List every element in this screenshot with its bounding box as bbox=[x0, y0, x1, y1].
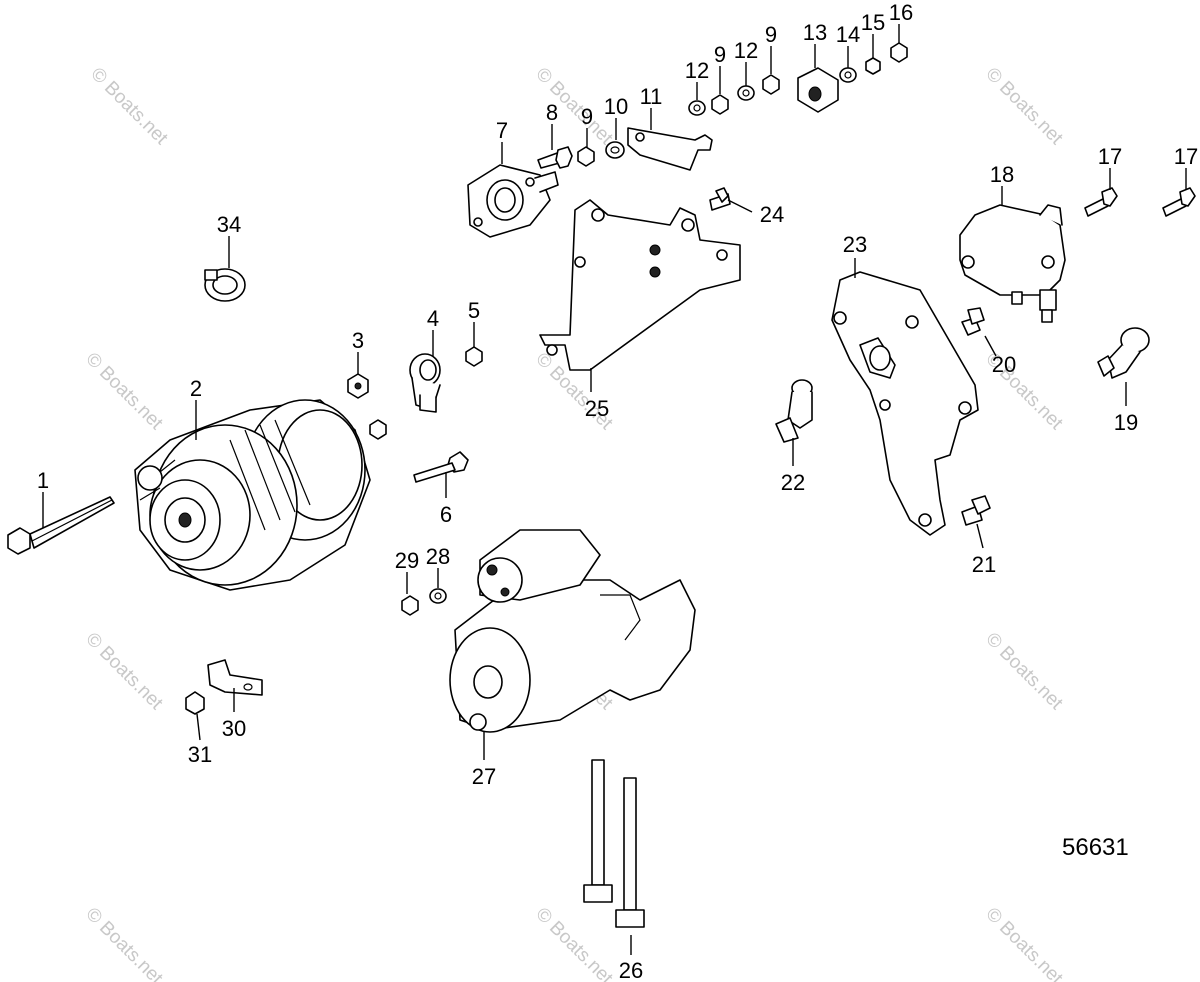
part-9-nut bbox=[577, 146, 595, 167]
callout-24: 24 bbox=[760, 202, 784, 227]
callout-29: 29 bbox=[395, 548, 419, 573]
part-10-washer bbox=[605, 141, 625, 159]
part-26-bolts bbox=[583, 759, 645, 928]
part-19-sensor bbox=[1097, 327, 1150, 379]
part-20-bolt bbox=[961, 307, 985, 336]
callout-9: 9 bbox=[581, 104, 593, 129]
watermark: © Boats.net bbox=[86, 64, 172, 150]
callout-26: 26 bbox=[619, 958, 643, 982]
part-11-bracket bbox=[627, 127, 713, 171]
callout-11: 11 bbox=[640, 84, 663, 109]
part-16-nut bbox=[890, 42, 908, 63]
part-29-nut bbox=[401, 595, 419, 616]
callout-25: 25 bbox=[585, 396, 609, 421]
part-15-nut bbox=[865, 57, 881, 75]
part-17-bolt-2 bbox=[1162, 187, 1196, 217]
callout-4: 4 bbox=[427, 306, 439, 331]
watermark: © Boats.net bbox=[531, 904, 617, 982]
part-28-washer bbox=[429, 588, 447, 604]
callout-31: 31 bbox=[188, 742, 212, 767]
callout-12: 12 bbox=[685, 58, 709, 83]
part-14-washer bbox=[839, 67, 857, 83]
part-17-bolt bbox=[1084, 187, 1118, 217]
callout-8: 8 bbox=[546, 100, 558, 125]
part-5-nut bbox=[465, 346, 483, 367]
callout-6: 6 bbox=[440, 502, 452, 527]
part-27-starter bbox=[449, 529, 696, 733]
part-25-bracket bbox=[539, 199, 741, 371]
callout-2: 2 bbox=[190, 376, 202, 401]
callout-27: 27 bbox=[472, 764, 496, 789]
part-12-washer bbox=[688, 100, 706, 116]
part-24-bolt bbox=[709, 187, 731, 211]
watermark: © Boats.net bbox=[981, 64, 1067, 150]
part-6-bolt bbox=[413, 451, 469, 483]
callout-10: 10 bbox=[604, 94, 628, 119]
callout-9-b: 9 bbox=[714, 42, 726, 67]
callout-14: 14 bbox=[836, 22, 860, 47]
callout-16: 16 bbox=[889, 0, 913, 25]
callout-17-b: 17 bbox=[1174, 144, 1198, 169]
watermark: © Boats.net bbox=[981, 629, 1067, 715]
callout-23: 23 bbox=[843, 232, 867, 257]
part-9-nut-top bbox=[762, 74, 780, 95]
diagram-reference-number: 56631 bbox=[1062, 834, 1129, 861]
callout-5: 5 bbox=[468, 298, 480, 323]
callouts: 1 2 3 4 5 6 7 8 9 10 11 12 12 9 9 13 14 … bbox=[37, 0, 1198, 982]
part-4-clamp bbox=[409, 353, 441, 413]
callout-1: 1 bbox=[37, 468, 49, 493]
part-12-washer-upper bbox=[737, 85, 755, 101]
part-30-clip bbox=[207, 659, 263, 696]
part-1-bolt bbox=[7, 496, 115, 555]
part-21-bolt bbox=[961, 495, 991, 526]
callout-30: 30 bbox=[222, 716, 246, 741]
callout-34: 34 bbox=[217, 212, 241, 237]
part-13-block bbox=[797, 67, 839, 113]
callout-17: 17 bbox=[1098, 144, 1122, 169]
callout-18: 18 bbox=[990, 162, 1014, 187]
callout-12-b: 12 bbox=[734, 38, 758, 63]
callout-28: 28 bbox=[426, 544, 450, 569]
callout-19: 19 bbox=[1114, 410, 1138, 435]
watermark: © Boats.net bbox=[81, 349, 167, 435]
callout-22: 22 bbox=[781, 470, 805, 495]
part-22-sensor bbox=[775, 379, 813, 443]
callout-13: 13 bbox=[803, 20, 827, 45]
callout-20: 20 bbox=[992, 352, 1016, 377]
part-2-alternator bbox=[134, 399, 371, 591]
callout-3: 3 bbox=[352, 328, 364, 353]
callout-15: 15 bbox=[861, 10, 885, 35]
leader-lines bbox=[42, 24, 1187, 955]
part-7-flange bbox=[467, 164, 559, 238]
part-18-solenoid bbox=[959, 204, 1066, 323]
watermark: © Boats.net bbox=[981, 904, 1067, 982]
part-34-clamp bbox=[204, 268, 246, 302]
part-9-nut-upper bbox=[711, 94, 729, 115]
watermark: © Boats.net bbox=[81, 629, 167, 715]
part-31-nut bbox=[185, 691, 205, 715]
callout-7: 7 bbox=[496, 118, 508, 143]
watermark: © Boats.net bbox=[81, 904, 167, 982]
part-3-nut bbox=[347, 373, 387, 440]
callout-9-c: 9 bbox=[765, 22, 777, 47]
part-23-plate bbox=[831, 271, 979, 536]
part-8-bolt bbox=[537, 146, 573, 169]
callout-21: 21 bbox=[972, 552, 996, 577]
